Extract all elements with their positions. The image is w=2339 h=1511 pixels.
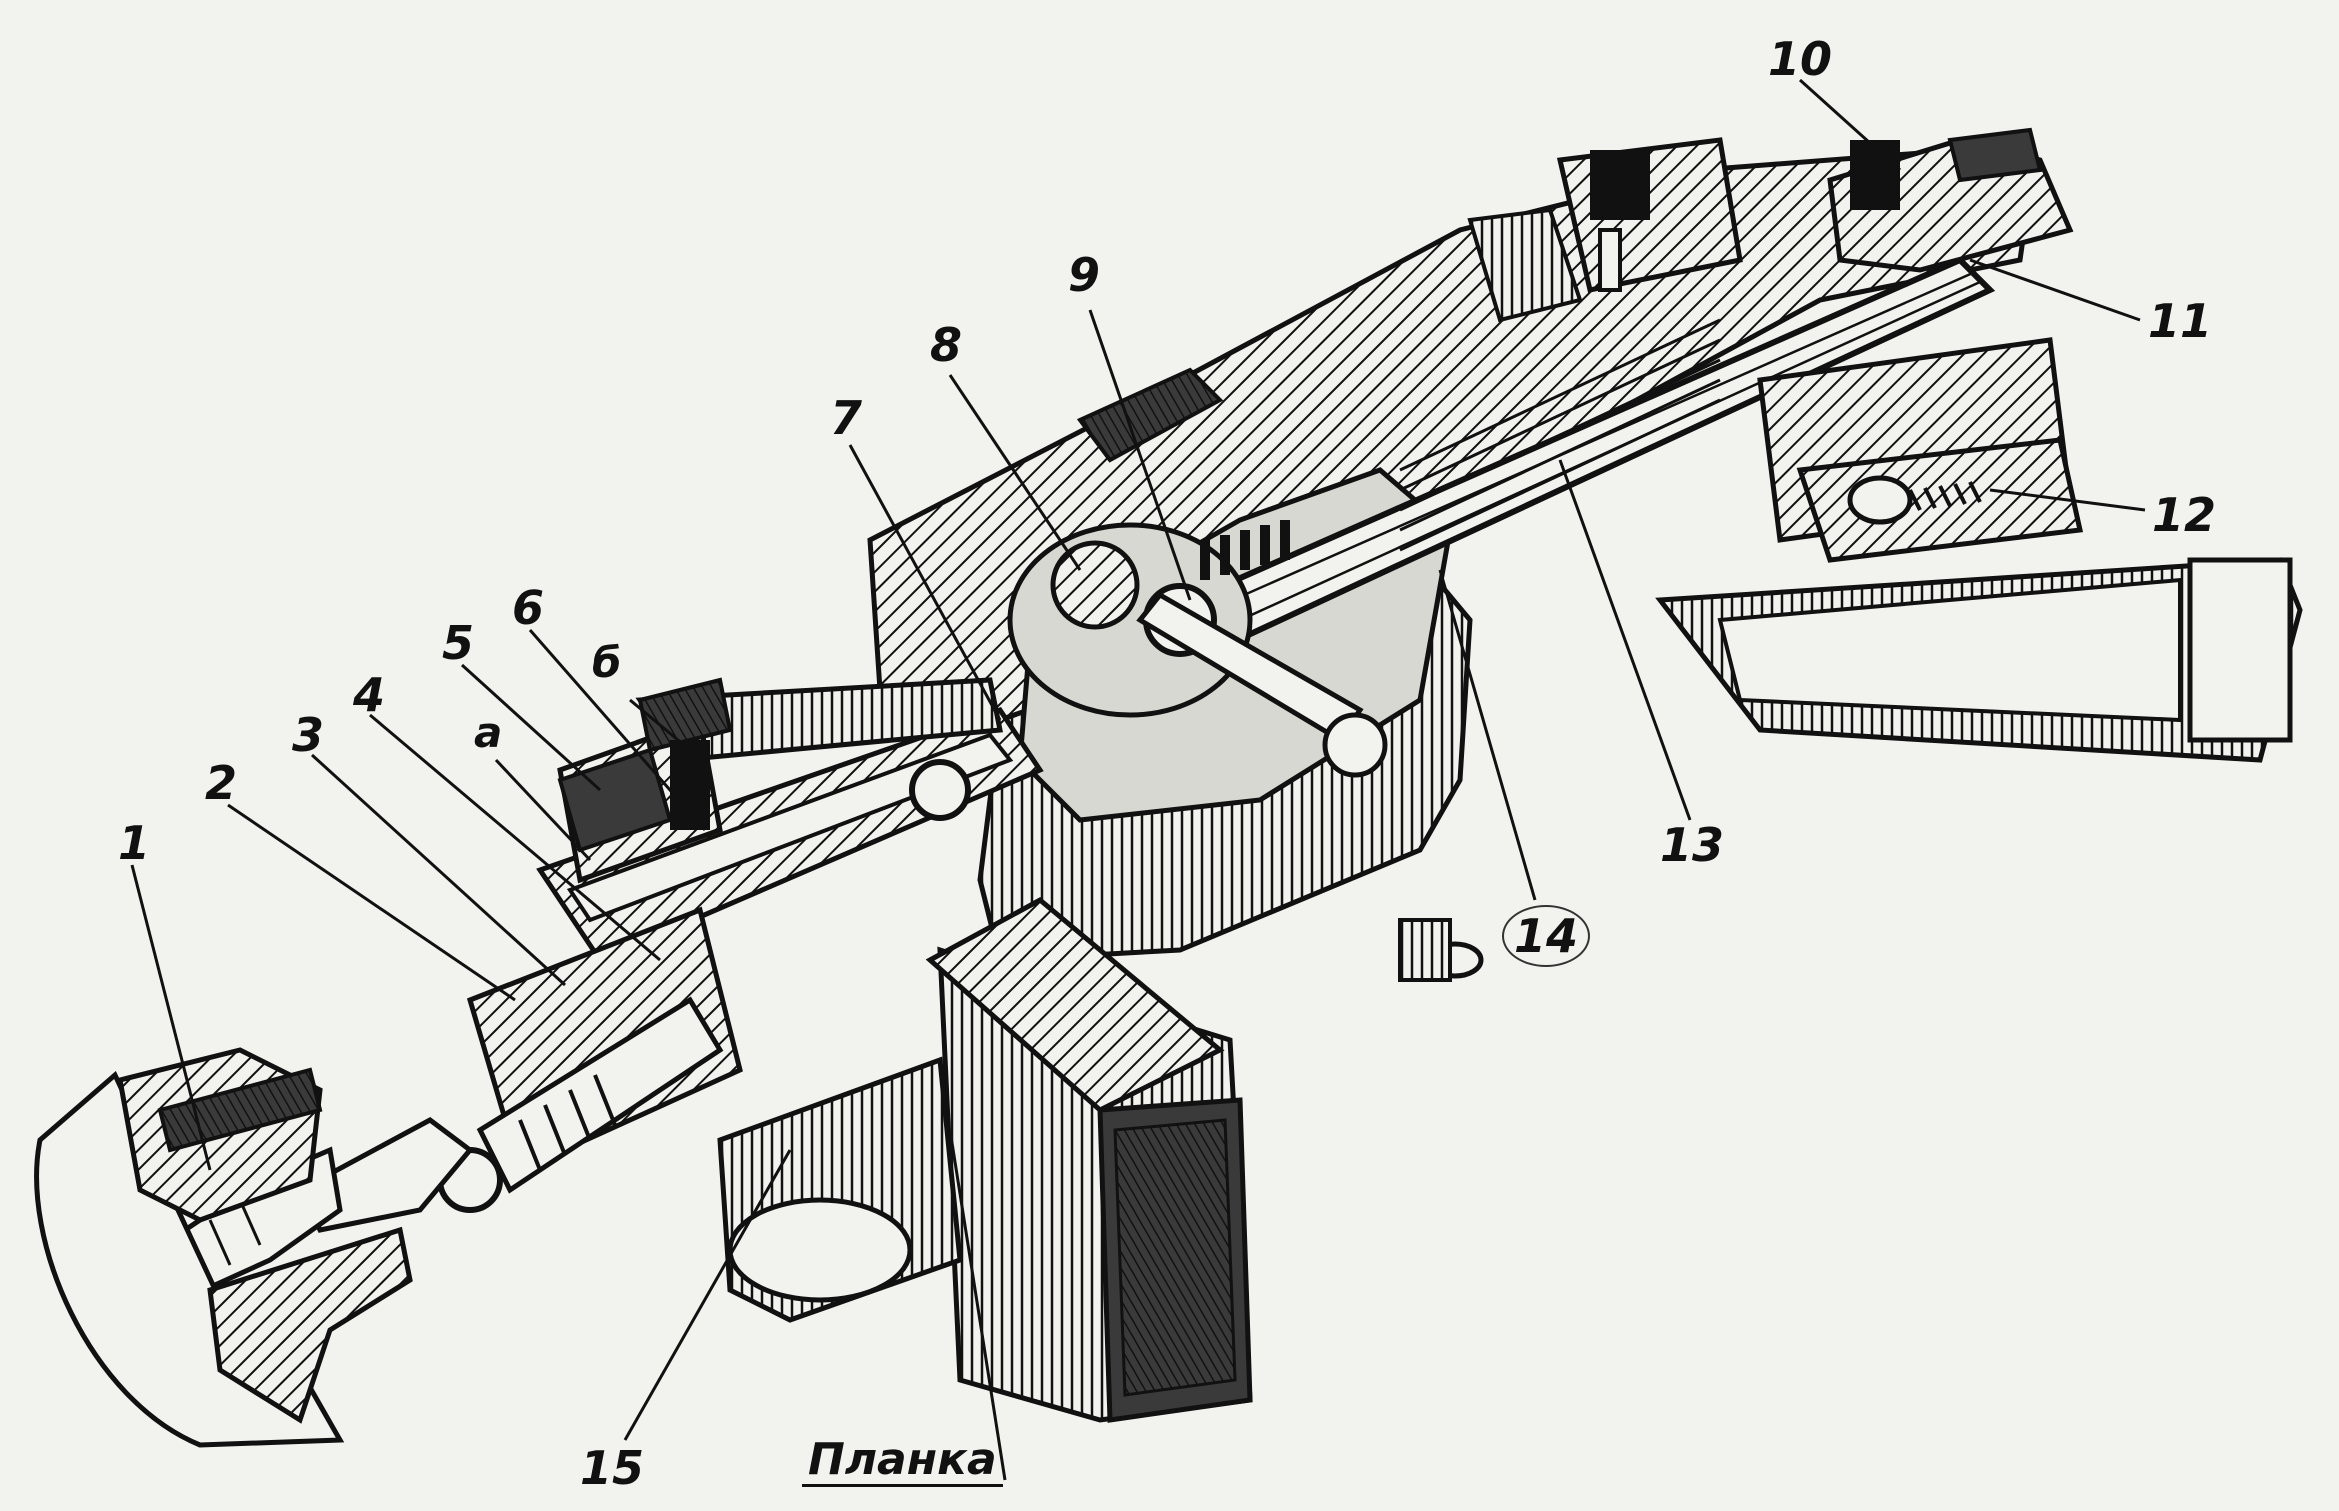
drive-assembly [437,906,1484,1323]
callout-15: 15 [580,1441,645,1495]
callout-8: 8 [930,318,963,372]
top-bracket [1467,137,1743,323]
callout-a: а [474,708,503,757]
callout-11: 11 [2148,294,2213,348]
front-support [925,896,1253,1423]
main-shaft [1095,256,1996,694]
front-cutaway [34,1047,413,1448]
callout-planka: Планка [802,1438,1003,1487]
leader-lines [130,78,2146,1481]
callout-2: 2 [205,756,238,810]
callout-b: б [592,638,622,687]
rear-frame [1655,337,2303,763]
callout-3: 3 [292,708,325,762]
callout-9: 9 [1068,248,1101,302]
callout-4: 4 [353,668,386,722]
lever-block [557,677,971,884]
callout-14: 14 [1502,905,1591,967]
callout-12: 12 [2152,488,2217,542]
callout-1: 1 [118,816,151,870]
callout-10: 10 [1768,32,1833,86]
callout-5: 5 [442,616,475,670]
callout-13: 13 [1660,818,1725,872]
gearbox [1007,520,1388,778]
right-fittings [1827,127,2074,273]
spring-fitting [1796,437,2084,563]
callout-7: 7 [830,391,863,445]
callout-6: 6 [512,581,545,635]
